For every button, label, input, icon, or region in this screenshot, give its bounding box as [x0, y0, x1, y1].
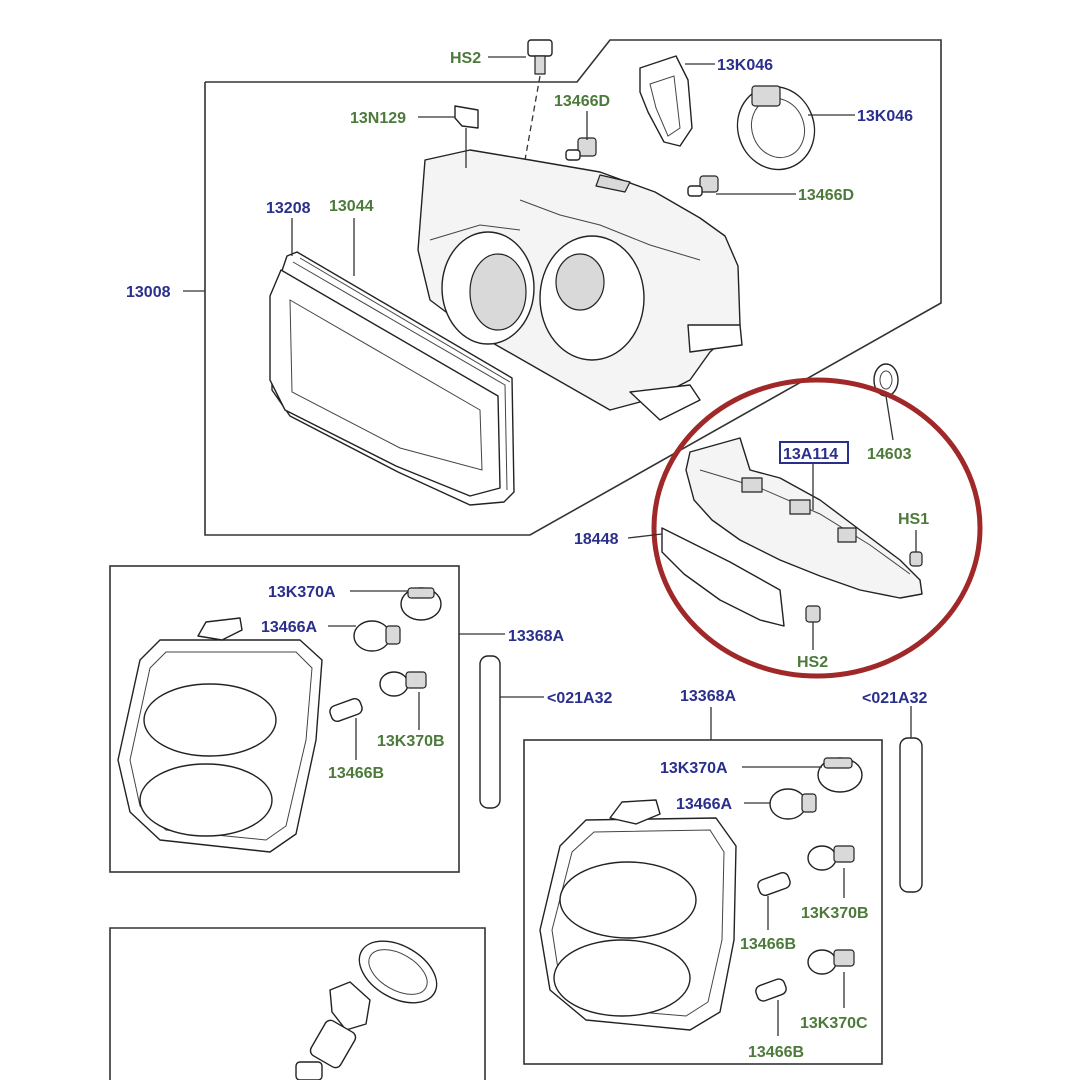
left-holder-13k370b [379, 671, 427, 697]
bulb-13466d-top [565, 137, 597, 161]
label-13368a-left: 13368A [508, 628, 564, 645]
highlight-circle [651, 377, 983, 679]
label-13466b-right-2: 13466B [748, 1044, 804, 1061]
label-13k370b-right: 13K370B [801, 905, 869, 922]
label-13k370a-left: 13K370A [268, 584, 336, 601]
right-bulb-13466b-2 [755, 978, 787, 1002]
clip-13n129 [454, 105, 479, 168]
label-13k046-b: 13K046 [857, 108, 913, 125]
right-indicator-box [523, 739, 883, 1065]
right-holder-13k370b [807, 845, 855, 871]
right-indicator-lamp [539, 799, 737, 1031]
label-13466a-right: 13466A [676, 796, 732, 813]
left-bulb-13466a [353, 620, 401, 652]
label-13k370b-left: 13K370B [377, 733, 445, 750]
highlight-box-13a114 [779, 441, 849, 464]
label-13466a-left: 13466A [261, 619, 317, 636]
label-13k046-a: 13K046 [717, 57, 773, 74]
label-13n129: 13N129 [350, 110, 406, 127]
headlamp-assembly-box [204, 39, 942, 536]
headlamp-housing [417, 149, 743, 421]
label-18448: 18448 [574, 531, 619, 548]
headlamp-lens [269, 251, 515, 506]
left-bulb-holder-13k370a [400, 587, 442, 621]
seal-ring-13k046-b [736, 85, 816, 171]
label-021a32-right: <021A32 [862, 690, 927, 707]
hs2-bottom-screw [805, 605, 821, 623]
label-13k370c-right: 13K370C [800, 1015, 868, 1032]
label-13208: 13208 [266, 200, 311, 217]
left-tube-021a32 [479, 655, 501, 809]
label-hs2-bottom: HS2 [797, 654, 828, 671]
right-tube-021a32 [899, 737, 923, 893]
trim-strip-18448 [661, 527, 785, 627]
side-marker-box [109, 927, 486, 1080]
label-hs2-top: HS2 [450, 50, 481, 67]
label-13044: 13044 [329, 198, 374, 215]
label-13368a-right: 13368A [680, 688, 736, 705]
label-hs1: HS1 [898, 511, 929, 528]
label-13k370a-right: 13K370A [660, 760, 728, 777]
label-13466b-left: 13466B [328, 765, 384, 782]
label-13008: 13008 [126, 284, 171, 301]
left-indicator-lamp [117, 617, 323, 853]
right-bulb-13466a [769, 788, 817, 820]
right-bulb-holder-13k370a [817, 757, 863, 793]
left-bulb-13466b [329, 698, 363, 722]
label-13466b-right-1: 13466B [740, 936, 796, 953]
right-holder-13k370c [807, 949, 855, 975]
label-13a114: 13A114 [783, 446, 838, 463]
mounting-bracket-13a114 [685, 437, 923, 599]
label-13466d-top: 13466D [554, 93, 610, 110]
hs2-top-screw [524, 39, 553, 161]
left-indicator-box [109, 565, 460, 873]
label-021a32-left: <021A32 [547, 690, 612, 707]
side-marker-lamp [295, 940, 438, 1080]
bulb-13466d-right [687, 175, 719, 197]
seal-ring-13k046-a [639, 55, 693, 147]
leader-lines [183, 56, 917, 1036]
label-14603: 14603 [867, 446, 912, 463]
hs1-screw [909, 551, 923, 567]
right-bulb-13466b-1 [757, 872, 791, 896]
label-13466d-right: 13466D [798, 187, 854, 204]
